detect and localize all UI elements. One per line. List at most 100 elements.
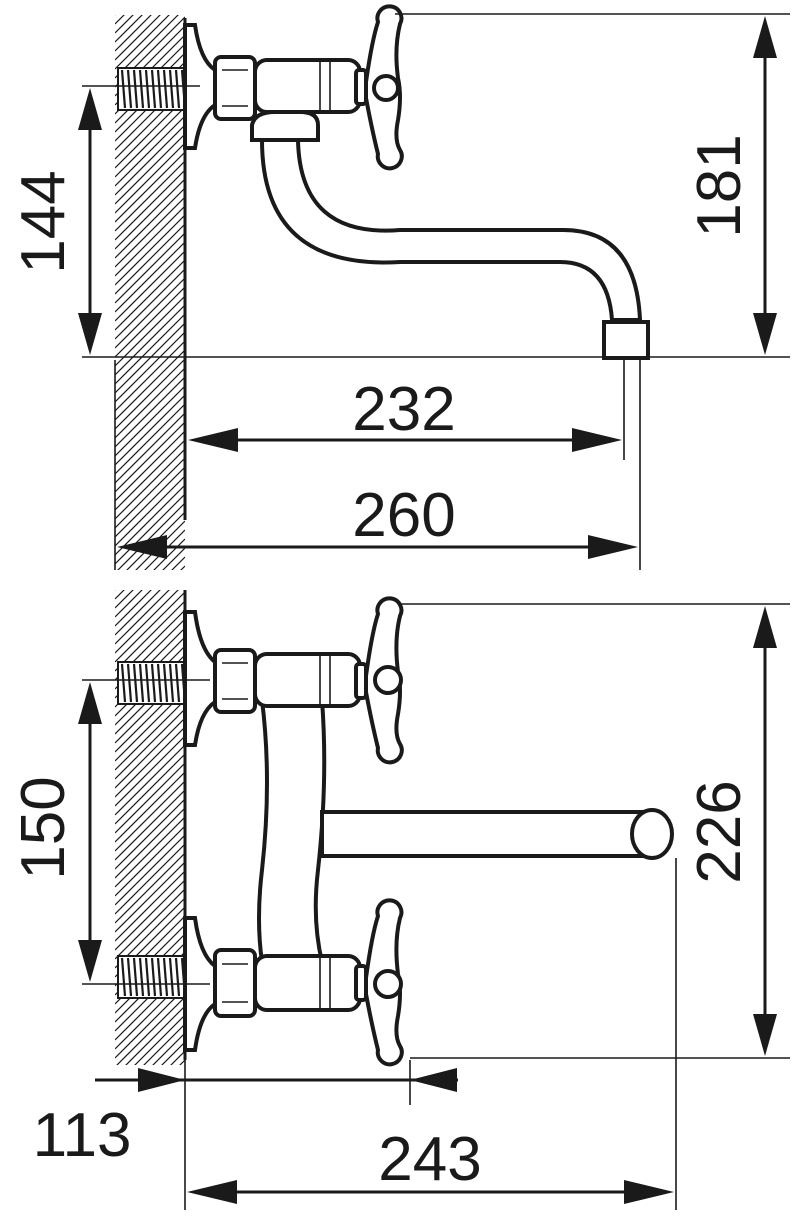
hatch-line xyxy=(115,277,185,349)
thread-line xyxy=(156,69,163,109)
thread-line xyxy=(156,957,163,997)
hatch-line xyxy=(115,762,185,834)
hatch-line xyxy=(170,1050,185,1065)
dimension-label-150: 150 xyxy=(9,776,78,879)
thread-line xyxy=(162,663,169,703)
thread-line xyxy=(132,957,139,997)
hatch-line xyxy=(115,178,185,250)
thread-line xyxy=(120,663,127,703)
hatch-line xyxy=(144,529,185,570)
hatch-line xyxy=(115,376,185,448)
threaded-inlet-lower xyxy=(117,955,187,999)
hatch-line xyxy=(115,232,185,304)
dimension-243: 243 xyxy=(187,1125,674,1204)
hatch-line xyxy=(115,699,185,771)
hatch-line xyxy=(115,816,185,888)
thread-line xyxy=(156,663,163,703)
hatch-line xyxy=(115,744,185,816)
hatch-line xyxy=(115,888,185,960)
hatch-line xyxy=(115,15,125,25)
hatch-line xyxy=(115,412,185,484)
hatch-line xyxy=(115,214,185,286)
hatch-line xyxy=(115,15,152,52)
hatch-line xyxy=(115,358,185,430)
hatch-line xyxy=(115,870,185,942)
hatch-line xyxy=(115,590,143,618)
hatch-line xyxy=(115,439,185,511)
hatch-line xyxy=(115,241,185,313)
hatch-line xyxy=(115,789,185,861)
hatch-line xyxy=(115,798,185,870)
spout-swivel xyxy=(250,110,320,142)
hatch-line xyxy=(115,403,185,475)
hatch-line xyxy=(115,115,185,187)
spout-tip xyxy=(630,808,674,860)
thread-line xyxy=(138,663,145,703)
hatch-line xyxy=(115,268,185,340)
hatch-line xyxy=(115,448,185,520)
hatch-line xyxy=(115,340,185,412)
hatch-line xyxy=(115,590,179,654)
hatch-line xyxy=(161,1041,185,1065)
hatch-line xyxy=(115,457,185,529)
hatch-line xyxy=(115,295,185,367)
cross-handle-top xyxy=(354,4,404,171)
thread-line xyxy=(150,69,157,109)
hatch-line xyxy=(135,520,185,570)
dimension-260: 260 xyxy=(117,481,638,559)
hatch-line xyxy=(115,250,185,322)
side-view: 144 181 232 260 xyxy=(9,4,790,570)
hatch-line xyxy=(115,385,185,457)
hatch-line xyxy=(115,259,185,331)
hatch-line xyxy=(116,996,185,1065)
hatch-line xyxy=(115,861,185,933)
hatch-line xyxy=(115,142,185,214)
hatch-line xyxy=(115,726,185,798)
thread-line xyxy=(126,663,133,703)
hatch-line xyxy=(153,538,185,570)
thread-line xyxy=(168,663,175,703)
thread-line xyxy=(168,69,175,109)
hatch-line xyxy=(115,843,185,915)
hatch-line xyxy=(143,1023,185,1065)
hatch-line xyxy=(134,1014,185,1065)
dimension-label-226: 226 xyxy=(685,780,754,883)
hatch-line xyxy=(115,430,185,502)
hatch-line xyxy=(115,313,185,385)
hatch-line xyxy=(115,475,185,547)
threaded-inlet-upper xyxy=(117,661,187,705)
hatch-line xyxy=(115,590,116,591)
hatch-line xyxy=(115,591,185,663)
dimension-181: 181 xyxy=(685,16,777,355)
hatch-line xyxy=(115,133,185,205)
hatch-line xyxy=(115,780,185,852)
hatch-line xyxy=(125,1005,185,1065)
dimension-label-260: 260 xyxy=(352,481,455,550)
hatch-line xyxy=(115,205,185,277)
dimension-label-243: 243 xyxy=(378,1125,481,1194)
hatch-line xyxy=(115,590,152,627)
hatch-line xyxy=(115,484,185,556)
thread-line xyxy=(138,957,145,997)
dimension-113: 113 xyxy=(33,1068,458,1170)
thread-line xyxy=(144,69,151,109)
thread-line xyxy=(168,957,175,997)
hatch-line xyxy=(115,349,185,421)
thread-line xyxy=(150,663,157,703)
thread-line xyxy=(138,69,145,109)
thread-line xyxy=(174,69,181,109)
hatch-line xyxy=(115,106,185,178)
threaded-inlet-top xyxy=(117,67,187,111)
thread-line xyxy=(174,957,181,997)
hatch-line xyxy=(162,547,185,570)
hatch-line xyxy=(115,15,179,79)
thread-line xyxy=(162,69,169,109)
hatch-line xyxy=(115,15,143,43)
hatch-line xyxy=(115,493,185,565)
hatch-line xyxy=(115,15,170,70)
hatch-line xyxy=(115,15,161,61)
dimension-label-181: 181 xyxy=(685,134,754,237)
hatch-line xyxy=(115,322,185,394)
hatch-line xyxy=(115,169,185,241)
